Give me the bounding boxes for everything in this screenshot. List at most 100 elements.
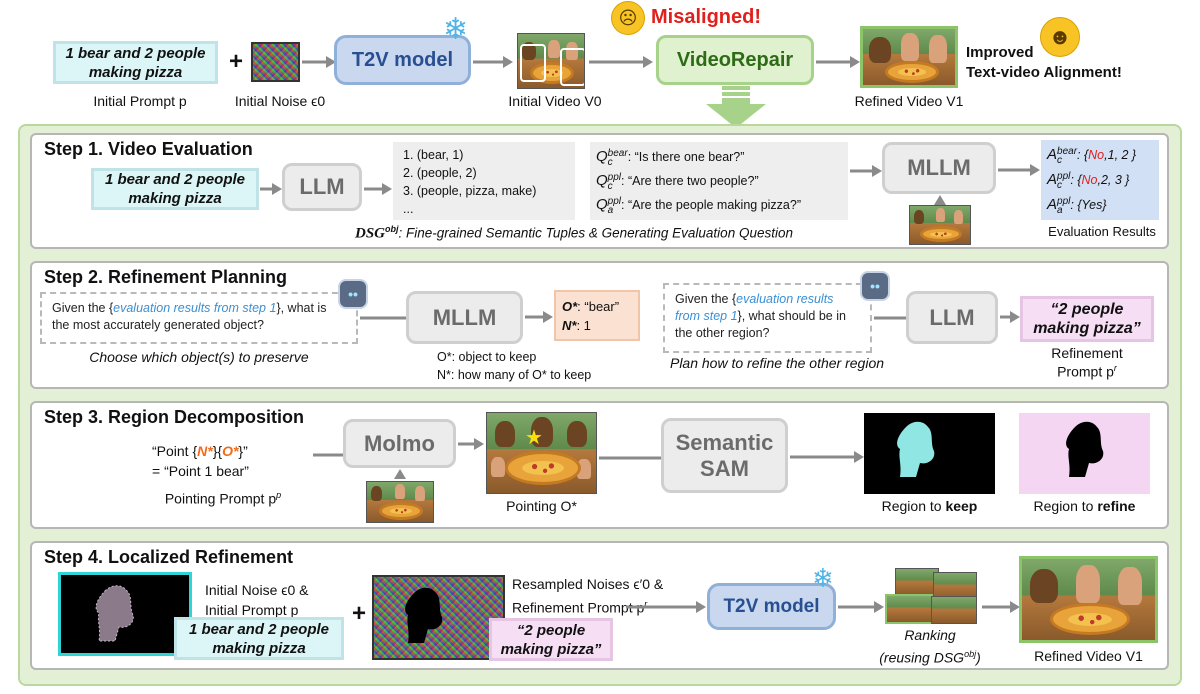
initial-video-caption: Initial Video V0 xyxy=(508,93,602,109)
arrow-ranking-to-refined xyxy=(982,601,1020,613)
pointing-caption: Pointing O* xyxy=(506,498,577,514)
robot-icon: •• xyxy=(338,279,368,309)
alignment-label: Text-video Alignment! xyxy=(966,64,1122,81)
refined-video-caption-top: Refined Video V1 xyxy=(854,93,964,109)
step4-noise-caption: Initial Noise ϵ0 & Initial Prompt p xyxy=(205,582,309,618)
refined-video-step4 xyxy=(1019,556,1158,643)
step2-mllm-box: MLLM xyxy=(406,291,523,344)
star-icon: ★ xyxy=(525,427,543,449)
region-refine-mask xyxy=(1019,413,1150,494)
region-refine-caption: Region to refine xyxy=(1033,498,1136,514)
snowflake-icon: ❄ xyxy=(812,563,834,593)
pointing-image: ★ xyxy=(486,412,597,494)
step2-llm-box: LLM xyxy=(906,291,998,344)
step2-title: Step 2. Refinement Planning xyxy=(44,267,288,287)
step4-refine-prompt: “2 people making pizza” xyxy=(489,618,613,661)
step4-resampled-noise xyxy=(372,575,505,660)
step4-title: Step 4. Localized Refinement xyxy=(44,547,294,567)
step1-tuples-box: 1. (bear, 1) 2. (people, 2) 3. (people, … xyxy=(393,142,575,220)
step4-initial-prompt: 1 bear and 2 people making pizza xyxy=(174,617,344,660)
step1-video-thumbnail xyxy=(909,205,971,245)
sad-face-icon: ☹ xyxy=(611,1,645,35)
step2-question1: Given the {evaluation results from step … xyxy=(40,292,358,344)
step2-question2: Given the {evaluation results from step … xyxy=(663,283,872,353)
refine-caption-line2: Prompt pr xyxy=(1057,363,1117,380)
arrow-mllm-to-objects xyxy=(525,311,553,323)
top-initial-prompt: 1 bear and 2 people making pizza xyxy=(53,41,218,84)
robot-icon: •• xyxy=(860,271,890,301)
ranking-caption: Ranking (reusing DSGobj) xyxy=(879,627,981,666)
videorepair-box: VideoRepair xyxy=(656,35,814,85)
plus-sign: + xyxy=(229,48,244,75)
down-arrow-videorepair xyxy=(706,86,766,128)
initial-prompt-caption: Initial Prompt p xyxy=(93,93,187,109)
results-caption: Evaluation Results xyxy=(1048,224,1156,239)
refine-caption-line1: Refinement xyxy=(1051,345,1123,361)
region-keep-caption: Region to keep xyxy=(881,498,978,514)
misaligned-label: Misaligned! xyxy=(651,6,762,28)
arrow-mllm-to-results xyxy=(998,164,1040,176)
arrow-q1-to-mllm xyxy=(360,316,406,320)
improved-label: Improved xyxy=(966,44,1034,61)
region-keep-mask xyxy=(864,413,995,494)
arrow-q2-to-llm xyxy=(874,316,906,320)
tuple-item: 2. (people, 2) xyxy=(403,166,477,180)
ranking-thumbnails xyxy=(885,568,977,624)
snowflake-icon: ❄ xyxy=(443,13,469,46)
arrow-video-to-mllm xyxy=(934,195,946,205)
arrow-sam-to-keep xyxy=(790,451,864,463)
arrow-t2v-to-ranking xyxy=(838,601,884,613)
arrow-molmo-to-pointing xyxy=(458,438,484,450)
refined-video-caption-step4: Refined Video V1 xyxy=(1034,648,1143,664)
arrow-pointing-to-sam xyxy=(599,456,661,460)
arrow-noise-to-t2v xyxy=(302,56,336,68)
arrow-videorepair-to-refined xyxy=(816,56,860,68)
step1-title: Step 1. Video Evaluation xyxy=(44,139,253,159)
step2-object-box: O*: “bear” N*: 1 xyxy=(554,290,640,341)
initial-noise-caption: Initial Noise ϵ0 xyxy=(234,93,326,109)
step1-prompt: 1 bear and 2 people making pizza xyxy=(91,168,259,210)
arrow-pointing-to-molmo xyxy=(313,453,343,457)
arrow-step4-to-t2v xyxy=(626,601,706,613)
pointing-prompt-caption: Pointing Prompt pp xyxy=(164,490,282,507)
arrow-questions-to-mllm xyxy=(850,165,882,177)
arrow-llm-to-refine-prompt xyxy=(1000,311,1020,323)
refined-video-thumbnail-top xyxy=(860,26,958,88)
step1-llm-box: LLM xyxy=(282,163,362,211)
arrow-step1-llm-to-tuples xyxy=(364,183,392,195)
semantic-sam-box: Semantic SAM xyxy=(661,418,788,493)
arrow-t2v-to-video xyxy=(473,56,513,68)
choose-caption: Choose which object(s) to preserve xyxy=(89,349,309,365)
step2-refine-prompt: “2 people making pizza” xyxy=(1020,296,1154,342)
step4-plus-sign: + xyxy=(352,600,367,627)
step4-initial-noise-masked xyxy=(58,572,192,656)
initial-video-thumbnail xyxy=(517,33,585,89)
tuple-item: ... xyxy=(403,202,414,216)
tuple-item: 1. (bear, 1) xyxy=(403,148,464,162)
step4-resampled-caption: Resampled Noises ϵ′0 & Refinement Prompt… xyxy=(512,576,664,616)
arrow-step1-prompt-to-llm xyxy=(260,183,282,195)
initial-noise-image xyxy=(251,42,300,82)
arrow-video-to-molmo xyxy=(394,469,406,479)
molmo-box: Molmo xyxy=(343,419,456,468)
step3-title: Step 3. Region Decomposition xyxy=(44,407,305,427)
step3-video-thumbnail xyxy=(366,481,434,523)
t2v-model-box-top: T2V model xyxy=(334,35,471,85)
dsg-caption: DSGobj: Fine-grained Semantic Tuples & G… xyxy=(355,224,793,242)
arrow-video-to-videorepair xyxy=(589,56,653,68)
step2-legend: O*: object to keep N*: how many of O* to… xyxy=(437,350,592,382)
happy-face-icon: ☻ xyxy=(1040,17,1080,57)
t2v-model-box-step4: T2V model xyxy=(707,583,836,630)
pointing-prompt-text: “Point {N*}{O*}” = “Point 1 bear” xyxy=(152,443,249,479)
step1-mllm-box: MLLM xyxy=(882,142,996,194)
plan-caption: Plan how to refine the other region xyxy=(669,355,885,371)
tuple-item: 3. (people, pizza, make) xyxy=(403,184,537,198)
